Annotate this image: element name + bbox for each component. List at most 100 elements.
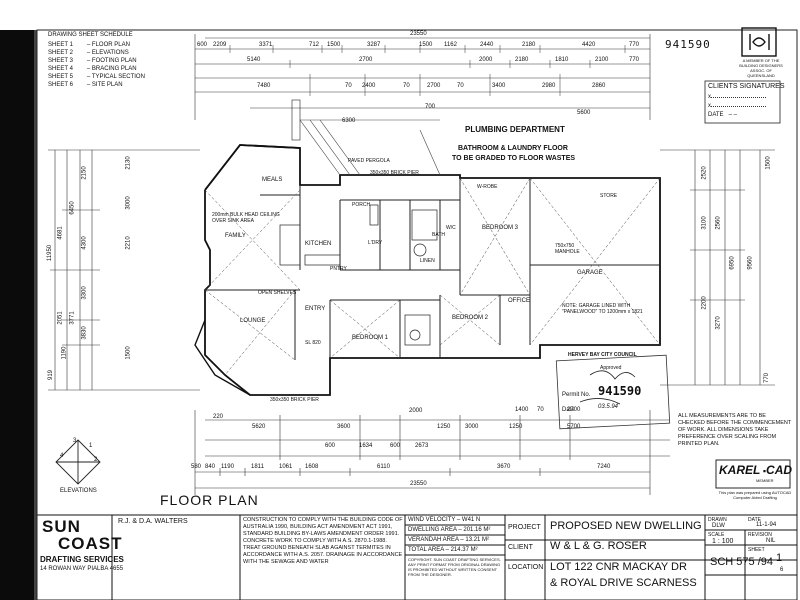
dim: 4300	[81, 236, 88, 250]
revision-label: REVISION	[748, 532, 772, 538]
dim: 3600	[337, 424, 351, 430]
dim: 580	[191, 464, 202, 470]
dim: 2209	[213, 42, 227, 48]
sheet-label: SHEET	[748, 547, 765, 553]
verandah-area-label: VERANDAH AREA	[408, 537, 459, 543]
dim: 2400	[362, 83, 376, 89]
revision-value: NIL	[766, 538, 776, 544]
dim: 770	[629, 42, 640, 48]
dim: 4420	[582, 42, 596, 48]
dim: 3830	[81, 326, 88, 340]
council-date-label: Date	[562, 407, 575, 413]
dim: 2000	[479, 57, 493, 63]
dim: 2980	[542, 83, 556, 89]
room-linen: LINEN	[420, 258, 435, 264]
council-approved: Approved	[600, 365, 622, 371]
dim: 2860	[592, 83, 606, 89]
measurement-note: ALL MEASUREMENTS ARE TO BE CHECKED BEFOR…	[678, 413, 792, 447]
dim: 770	[629, 57, 640, 63]
drawing-number: 941590	[665, 38, 711, 51]
note-garage: NOTE: GARAGE LINED WITH "PANELWOOD" TO 1…	[562, 303, 643, 315]
room-laundry: L'DRY	[368, 240, 383, 246]
dim: 7480	[257, 83, 271, 89]
dim: 3670	[497, 464, 511, 470]
sheet-row: SHEET 5– TYPICAL SECTION	[48, 74, 145, 80]
dim: 5620	[252, 424, 266, 430]
dim: 3771	[69, 311, 76, 325]
dim: 2700	[427, 83, 441, 89]
note-slope: SL 820	[305, 340, 321, 346]
logo-caption: A MEMBER OF THE BUILDING DESIGNERS ASSOC…	[739, 58, 783, 78]
council-stamp-title: HERVEY BAY CITY COUNCIL	[568, 352, 637, 358]
verandah-area-row: VERANDAH AREA – 13.21 M²	[408, 537, 490, 543]
sheet-name: BRACING PLAN	[91, 66, 137, 72]
room-pantry: PNTRY	[330, 266, 347, 272]
signatures-title: CLIENTS SIGNATURES	[708, 83, 785, 90]
sheet-num: SHEET 1	[48, 42, 73, 48]
elevations-label: ELEVATIONS	[60, 488, 97, 494]
room-wrobe: W-ROBE	[477, 184, 498, 190]
plumbing-dept: PLUMBING DEPARTMENT	[465, 125, 565, 134]
room-store: STORE	[600, 193, 618, 199]
signature-date-dash: – –	[728, 112, 737, 118]
room-garage: GARAGE	[577, 270, 603, 276]
dim: 7240	[597, 464, 611, 470]
dim: 2520	[701, 166, 708, 180]
sheet-row: SHEET 2– ELEVATIONS	[48, 50, 129, 56]
note-bulkhead: 200mm BULK HEAD CEILING OVER SINK AREA	[212, 212, 280, 224]
signature-line-1: x	[708, 94, 766, 100]
dim: 2180	[522, 42, 536, 48]
dim: 2200	[701, 296, 708, 310]
scan-edge	[0, 30, 34, 600]
dim: 1250	[437, 424, 451, 430]
sheet-row: SHEET 3– FOOTING PLAN	[48, 58, 137, 64]
dim-overall-bottom: 23550	[410, 481, 427, 487]
project-label: PROJECT	[508, 524, 541, 531]
dim: 220	[213, 414, 224, 420]
copyright-note: COPYRIGHT. SUN COAST DRAFTING SERVICES. …	[408, 557, 501, 577]
dim: 70	[403, 83, 410, 89]
dim: 600	[197, 42, 208, 48]
dim: 5700	[567, 424, 581, 430]
dim: 11950	[47, 244, 54, 262]
dim: 6300	[342, 118, 356, 124]
room-bedroom-3: BEDROOM 3	[482, 225, 519, 231]
dim: 1400	[515, 407, 529, 413]
dim: 3000	[465, 424, 479, 430]
floor-plan-title: FLOOR PLAN	[160, 492, 259, 508]
dim: 1061	[279, 464, 293, 470]
dim: 3270	[715, 316, 722, 330]
note-brick-pier-bottom: 350x350 BRICK PIER	[270, 397, 319, 403]
drafter-logo-sun: SUN	[42, 517, 81, 536]
council-date-value: 03.5.94	[598, 404, 619, 410]
dim: 1634	[359, 443, 373, 449]
council-permit-number: 941590	[598, 384, 642, 398]
note-brick-pier-top: 350x350 BRICK PIER	[370, 170, 419, 176]
client-label: CLIENT	[508, 544, 533, 551]
sheet-name: TYPICAL SECTION	[91, 74, 145, 80]
karel-name: KAREL	[719, 463, 761, 477]
room-paved-pergola: PAVED PERGOLA	[348, 158, 390, 164]
location-value: LOT 122 CNR MACKAY DR	[550, 561, 687, 573]
dim: 3100	[701, 216, 708, 230]
construction-note: CONSTRUCTION TO COMPLY WITH THE BUILDING…	[243, 517, 403, 565]
sheet-schedule-title: DRAWING SHEET SCHEDULE	[48, 32, 133, 38]
plumbing-line-1: BATHROOM & LAUNDRY FLOOR	[458, 145, 568, 152]
dim: 1190	[221, 464, 234, 470]
dim: 6110	[377, 464, 390, 470]
sheet-name: FLOOR PLAN	[91, 42, 130, 48]
elevation-3: 3	[73, 438, 77, 444]
room-lounge: LOUNGE	[240, 318, 266, 324]
dim: 2000	[409, 408, 423, 414]
draftsman-names: R.J. & D.A. WALTERS	[118, 518, 188, 525]
dim: 2673	[415, 443, 429, 449]
dim: 919	[48, 369, 55, 381]
signature-line-2: x	[708, 103, 766, 109]
sheet-row: SHEET 1– FLOOR PLAN	[48, 42, 130, 48]
dim: 1810	[555, 57, 569, 63]
elevation-1: 1	[89, 443, 93, 449]
dim: 2150	[81, 166, 88, 180]
dim: 2560	[715, 216, 722, 230]
dim: 700	[425, 104, 436, 110]
dim: 2700	[359, 57, 373, 63]
